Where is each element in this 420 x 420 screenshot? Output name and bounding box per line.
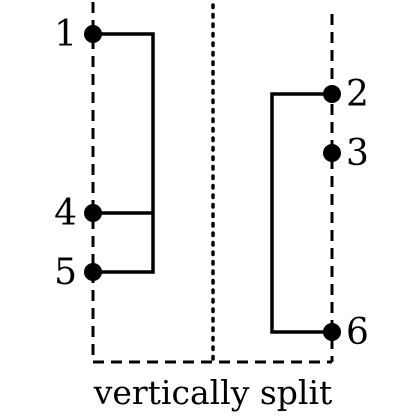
- node-2-dot: [323, 85, 341, 103]
- node-3-label: 3: [346, 133, 369, 174]
- node-5-dot: [84, 263, 102, 281]
- left-bracket-connector: [93, 32, 155, 274]
- node-5-label: 5: [54, 252, 77, 293]
- node-6-dot: [323, 323, 341, 341]
- node-4-label: 4: [54, 193, 77, 234]
- right-bracket-connector: [270, 92, 332, 334]
- node-6-label: 6: [346, 312, 369, 353]
- node-1-label: 1: [54, 14, 77, 55]
- node-2-label: 2: [346, 74, 369, 115]
- node-3-dot: [323, 144, 341, 162]
- diagram-caption: vertically split: [93, 373, 333, 412]
- node-1-dot: [84, 25, 102, 43]
- node-4-dot: [84, 204, 102, 222]
